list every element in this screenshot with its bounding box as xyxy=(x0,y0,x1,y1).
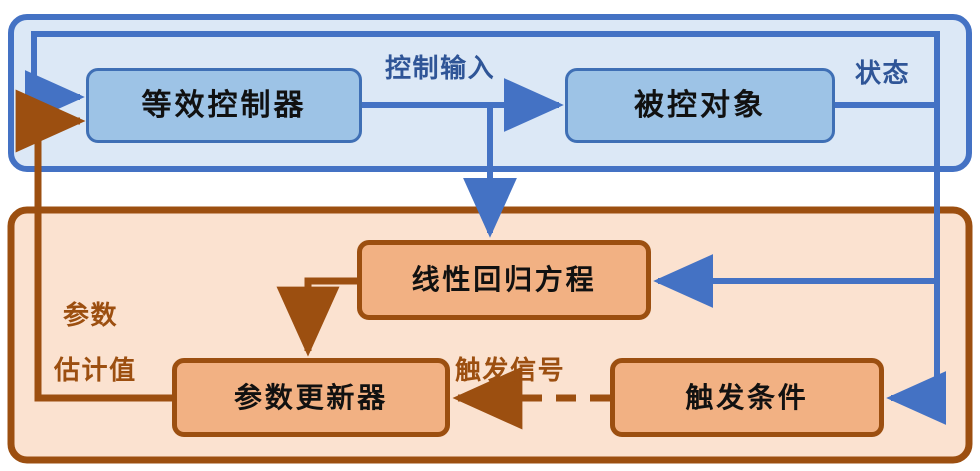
edge-label-trigger-signal: 触发信号 xyxy=(455,356,566,386)
edge-parameter-estimate-to-controller xyxy=(15,89,172,402)
block-label-linear-regression-equation: 线性回归方程 xyxy=(411,263,597,296)
edge-state-to-trigger-condition xyxy=(886,281,947,425)
block-linear-regression-equation[interactable]: 线性回归方程 xyxy=(357,240,651,320)
block-parameter-updater[interactable]: 参数更新器 xyxy=(172,358,450,437)
block-controlled-plant[interactable]: 被控对象 xyxy=(565,68,835,143)
edge-label-parameter-estimate-line2: 估计值 xyxy=(54,356,137,386)
block-label-parameter-updater: 参数更新器 xyxy=(233,380,388,414)
edge-label-control-input: 控制输入 xyxy=(385,54,496,84)
block-trigger-condition[interactable]: 触发条件 xyxy=(610,358,884,437)
edge-label-parameter-estimate-line1: 参数 xyxy=(63,301,119,331)
block-label-equivalent-controller: 等效控制器 xyxy=(141,87,307,123)
edge-regression-to-parameter-updater xyxy=(276,277,357,357)
block-equivalent-controller[interactable]: 等效控制器 xyxy=(86,68,362,143)
block-label-trigger-condition: 触发条件 xyxy=(685,380,809,414)
block-label-controlled-plant: 被控对象 xyxy=(634,87,766,123)
edge-label-state: 状态 xyxy=(855,59,911,89)
